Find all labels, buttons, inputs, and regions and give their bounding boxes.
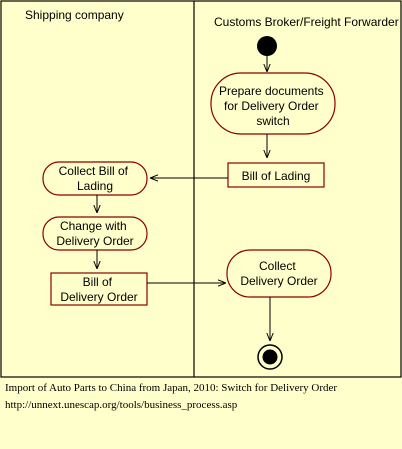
end-node [262,349,278,365]
activity-collect-bill-of-lading-label: Collect Bill of Lading [59,164,132,193]
object-bill-of-lading [227,162,325,188]
start-node [257,36,277,56]
object-bill-of-delivery-order [50,272,148,306]
lane-title-customs-broker: Customs Broker/Freight Forwarder [214,15,399,29]
activity-collect-bill-of-lading [42,161,148,196]
activity-change-with-delivery-order [42,216,148,251]
caption-title: Import of Auto Parts to China from Japan… [5,382,338,394]
object-bill-of-lading-label: Bill of Lading [242,169,311,183]
end-node-ring [257,344,283,370]
activity-collect-delivery-order [226,249,332,298]
object-bill-of-delivery-order-label: Bill of Delivery Order [60,275,137,304]
activity-collect-delivery-order-label: Collect Delivery Order [240,259,317,288]
activity-change-with-delivery-order-label: Change with Delivery Order [56,219,133,248]
activity-prepare-documents [210,72,336,135]
lane-title-shipping-company: Shipping company [25,8,124,22]
caption-source-url: http://unnext.unescap.org/tools/business… [5,399,238,411]
swimlane-frame [0,0,402,378]
activity-prepare-documents-label: Prepare documents for Delivery Order swi… [219,84,327,128]
